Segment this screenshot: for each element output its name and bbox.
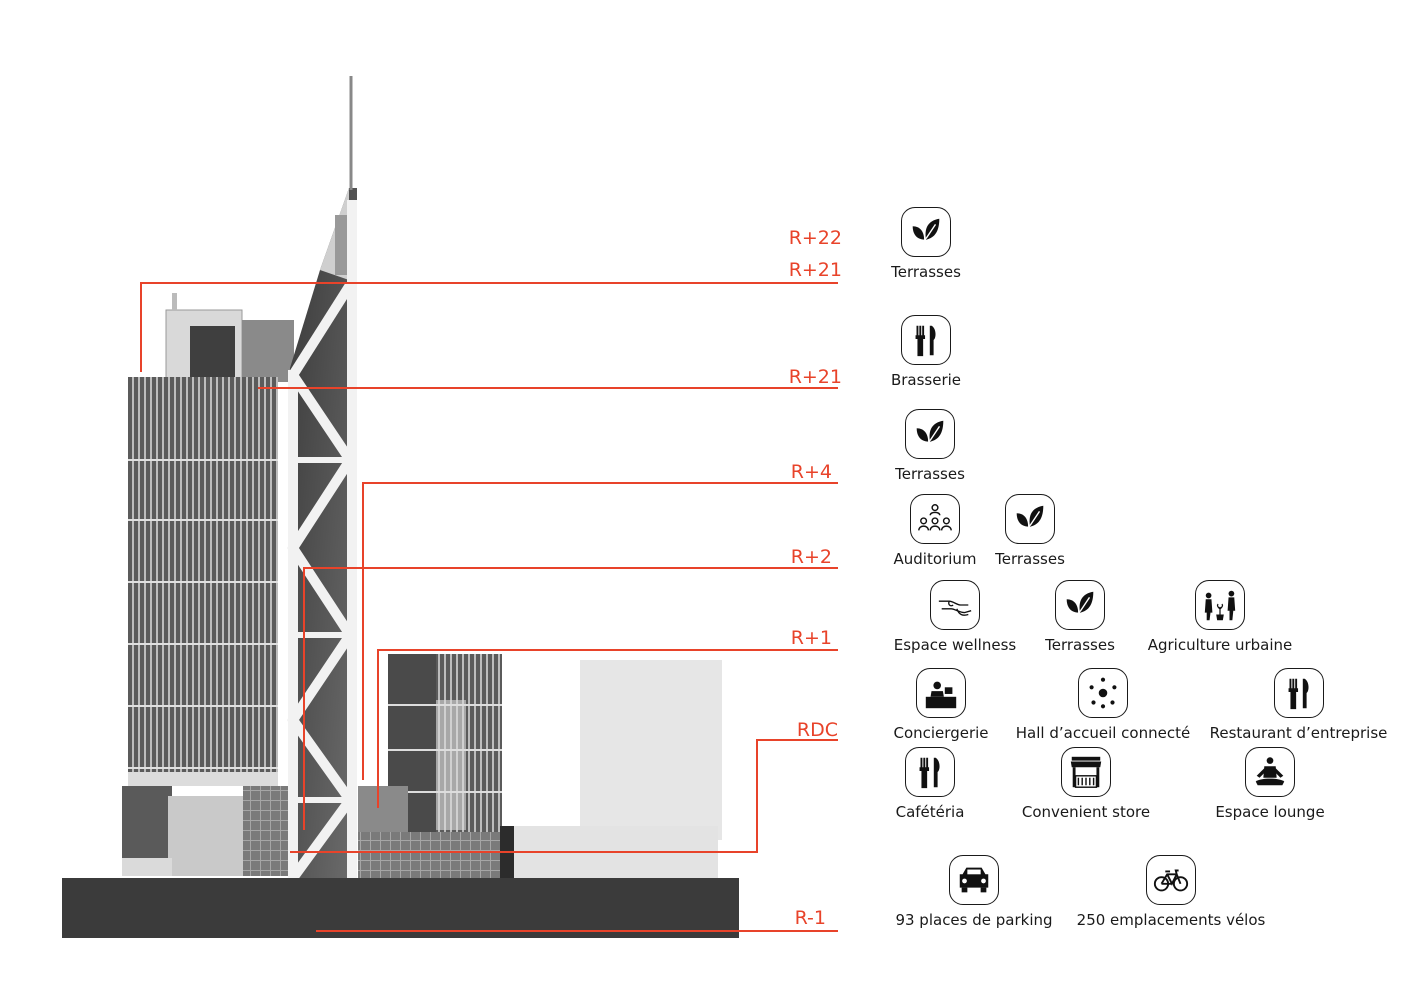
amenity-terrasses-r4: Terrasses bbox=[980, 494, 1080, 568]
level-line-r2 bbox=[303, 567, 838, 830]
amenity-auditorium: Auditorium bbox=[885, 494, 985, 568]
audience-icon bbox=[918, 504, 952, 531]
background-building bbox=[580, 660, 722, 840]
amenity-label: 93 places de parking bbox=[895, 911, 1053, 929]
amenity-agriculture: Agriculture urbaine bbox=[1140, 580, 1300, 654]
annex-building bbox=[358, 654, 514, 878]
fork-knife-icon bbox=[1288, 678, 1309, 710]
amenity-brasserie: Brasserie bbox=[876, 315, 976, 389]
amenity-restaurant: Restaurant d’entreprise bbox=[1206, 668, 1391, 742]
amenity-label: Cafétéria bbox=[895, 803, 965, 821]
amenity-hall: Hall d’accueil connecté bbox=[1013, 668, 1193, 742]
amenity-label: Restaurant d’entreprise bbox=[1209, 724, 1388, 742]
leaves-icon bbox=[1016, 505, 1044, 533]
spire-structure bbox=[286, 76, 357, 881]
leaves-icon bbox=[916, 420, 944, 448]
network-dots-icon bbox=[1089, 677, 1117, 709]
level-line-r21-top bbox=[140, 282, 838, 372]
amenity-label: Convenient store bbox=[1021, 803, 1151, 821]
amenity-cafeteria: Cafétéria bbox=[880, 747, 980, 821]
main-tower bbox=[122, 293, 295, 876]
amenity-velos: 250 emplacements vélos bbox=[1071, 855, 1271, 929]
level-label-r-1: R-1 bbox=[795, 907, 826, 929]
level-line-r1 bbox=[377, 649, 838, 808]
amenity-label: Terrasses bbox=[1045, 636, 1115, 654]
level-label-r22: R+22 bbox=[789, 227, 842, 249]
amenity-label: Espace wellness bbox=[893, 636, 1017, 654]
car-icon bbox=[959, 867, 989, 893]
bicycle-icon bbox=[1153, 869, 1189, 892]
amenity-label: Brasserie bbox=[890, 371, 962, 389]
amenity-label: Agriculture urbaine bbox=[1147, 636, 1293, 654]
amenity-label: 250 emplacements vélos bbox=[1076, 911, 1266, 929]
meditation-icon bbox=[1255, 757, 1285, 786]
level-label-r21-top: R+21 bbox=[789, 259, 842, 281]
basement-block bbox=[62, 878, 739, 938]
fork-knife-icon bbox=[919, 757, 940, 789]
amenity-store: Convenient store bbox=[1016, 747, 1156, 821]
level-label-r21: R+21 bbox=[789, 366, 842, 388]
amenity-label: Auditorium bbox=[893, 550, 977, 568]
amenity-lounge: Espace lounge bbox=[1210, 747, 1330, 821]
amenity-label: Terrasses bbox=[995, 550, 1065, 568]
amenity-terrasses-r22: Terrasses bbox=[876, 207, 976, 281]
leaves-icon bbox=[1066, 591, 1094, 619]
massage-hands-icon bbox=[938, 600, 972, 616]
amenity-label: Espace lounge bbox=[1215, 803, 1325, 821]
amenity-wellness: Espace wellness bbox=[885, 580, 1025, 654]
amenity-label: Terrasses bbox=[891, 263, 961, 281]
leaves-icon bbox=[912, 218, 940, 246]
amenity-conciergerie: Conciergerie bbox=[885, 668, 997, 742]
fork-knife-icon bbox=[915, 325, 936, 357]
level-line-r4 bbox=[362, 482, 838, 780]
level-label-r2: R+2 bbox=[791, 546, 832, 568]
gardening-icon bbox=[1204, 590, 1236, 621]
amenity-label: Terrasses bbox=[895, 465, 965, 483]
level-label-r4: R+4 bbox=[791, 461, 832, 483]
amenity-terrasses-r2: Terrasses bbox=[1030, 580, 1130, 654]
level-label-rdc: RDC bbox=[797, 719, 838, 741]
amenity-terrasses-r21: Terrasses bbox=[880, 409, 980, 483]
level-line-rdc bbox=[290, 739, 838, 853]
level-label-r1: R+1 bbox=[791, 627, 832, 649]
shop-stall-icon bbox=[1070, 756, 1102, 788]
amenity-label: Hall d’accueil connecté bbox=[1015, 724, 1191, 742]
amenity-parking: 93 places de parking bbox=[889, 855, 1059, 929]
reception-desk-icon bbox=[925, 681, 957, 709]
amenity-label: Conciergerie bbox=[893, 724, 989, 742]
level-lines bbox=[140, 282, 838, 932]
